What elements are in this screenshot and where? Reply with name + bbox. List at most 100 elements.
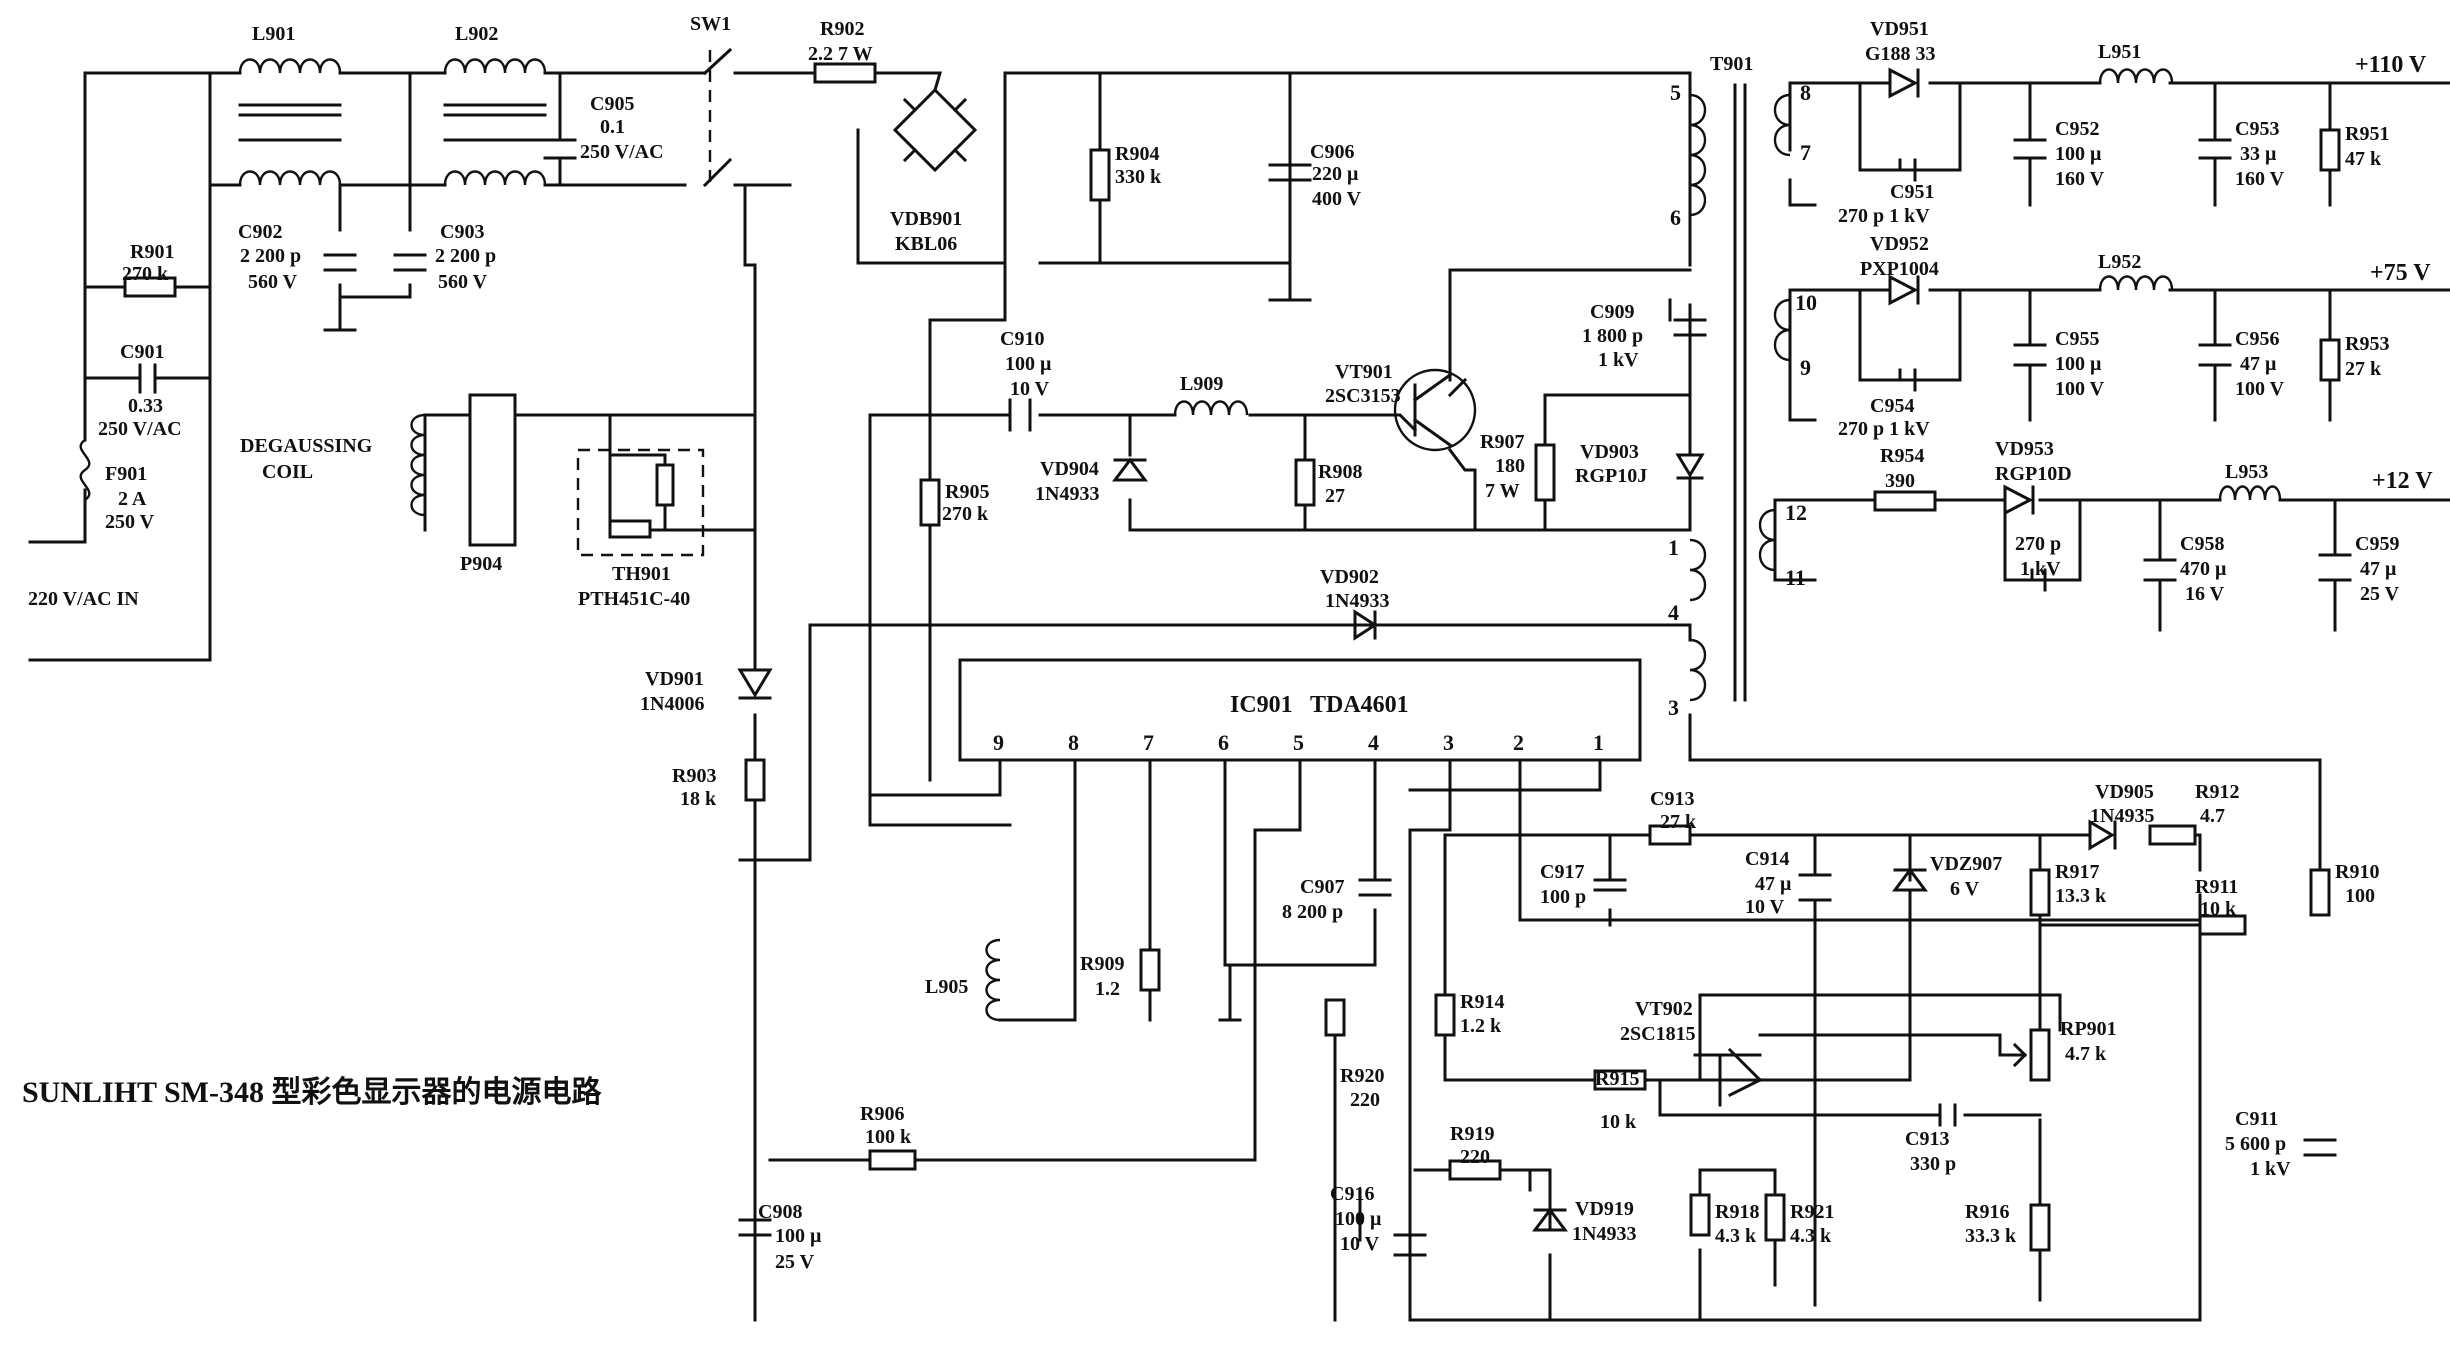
r914-value: 1.2 k (1460, 1015, 1502, 1037)
c903-label: C903 (440, 221, 484, 243)
r902-value: 2.2 7 W (808, 43, 873, 65)
r906-value: 100 k (865, 1126, 912, 1148)
t901-pin-10: 10 (1795, 290, 1817, 315)
c956-value-2: 100 V (2235, 378, 2285, 400)
vd905-value: 1N4935 (2090, 805, 2154, 827)
r951-label: R951 (2345, 123, 2389, 145)
vd951-value: G188 33 (1865, 43, 1936, 65)
c953-value-2: 160 V (2235, 168, 2285, 190)
ic-pin-1: 1 (1593, 730, 1604, 755)
vd903-value: RGP10J (1575, 465, 1647, 487)
vd951-label: VD951 (1870, 18, 1929, 40)
ic-pin-9: 9 (993, 730, 1004, 755)
c906-label: C906 (1310, 141, 1354, 163)
r918-value: 4.3 k (1715, 1225, 1757, 1247)
t901-pin-8: 8 (1800, 80, 1811, 105)
c907-value: 8 200 p (1282, 901, 1343, 923)
r951-value: 47 k (2345, 148, 2382, 170)
c905-label: C905 (590, 93, 634, 115)
c906-value-2: 400 V (1312, 188, 1362, 210)
c911-value-2: 1 kV (2250, 1158, 2291, 1180)
r909-label: R909 (1080, 953, 1124, 975)
c908-value-2: 25 V (775, 1251, 815, 1273)
r914-label: R914 (1460, 991, 1504, 1013)
r910-value: 100 (2345, 885, 2375, 907)
r919-label: R919 (1450, 1123, 1494, 1145)
c902-label: C902 (238, 221, 282, 243)
c910-value-2: 10 V (1010, 378, 1050, 400)
c911-label: C911 (2235, 1108, 2278, 1130)
l905-label: L905 (925, 976, 968, 998)
r905-label: R905 (945, 481, 989, 503)
c956-label: C956 (2235, 328, 2279, 350)
c902-value-2: 560 V (248, 271, 298, 293)
r909-value: 1.2 (1095, 978, 1120, 1000)
vd904-label: VD904 (1040, 458, 1099, 480)
vdz907-label: VDZ907 (1930, 853, 2002, 875)
f901-label: F901 (105, 463, 147, 485)
vd919-label: VD919 (1575, 1198, 1634, 1220)
c914-label: C914 (1745, 848, 1789, 870)
t901-pin-5: 5 (1670, 80, 1681, 105)
c910-label: C910 (1000, 328, 1044, 350)
c955-label: C955 (2055, 328, 2099, 350)
vt901-label: VT901 (1335, 361, 1393, 383)
vd905-label: VD905 (2095, 781, 2154, 803)
r911-label: R911 (2195, 876, 2238, 898)
c957-value-2: 1 kV (2020, 558, 2061, 580)
r915-label: R915 (1595, 1068, 1639, 1090)
c903-value-1: 2 200 p (435, 245, 496, 267)
t901-ref: T901 (1710, 53, 1753, 75)
c914-value-1: 47 μ (1755, 873, 1792, 895)
r904-value: 330 k (1115, 166, 1162, 188)
r907-value-1: 180 (1495, 455, 1525, 477)
ic-pin-2: 2 (1513, 730, 1524, 755)
c916-label: C916 (1330, 1183, 1374, 1205)
c959-value-2: 25 V (2360, 583, 2400, 605)
c917-value: 100 p (1540, 886, 1586, 908)
ic-pin-7: 7 (1143, 730, 1154, 755)
ic901-ref: IC901 (1230, 692, 1293, 718)
r954-value: 390 (1885, 470, 1915, 492)
c916-value-2: 10 V (1340, 1233, 1380, 1255)
c952-label: C952 (2055, 118, 2099, 140)
r920-label: R920 (1340, 1065, 1384, 1087)
rp901-label: RP901 (2060, 1018, 2117, 1040)
l909-label: L909 (1180, 373, 1223, 395)
c955-value-1: 100 μ (2055, 353, 2102, 375)
r916-label: R916 (1965, 1201, 2009, 1223)
ic-pin-5: 5 (1293, 730, 1304, 755)
vd901-label: VD901 (645, 668, 704, 690)
c952-value-1: 100 μ (2055, 143, 2102, 165)
c955-value-2: 100 V (2055, 378, 2105, 400)
r916-value: 33.3 k (1965, 1225, 2017, 1247)
c958-value-2: 16 V (2185, 583, 2225, 605)
r921-value: 4.3 k (1790, 1225, 1832, 1247)
c916-value-1: 100 μ (1335, 1208, 1382, 1230)
c951-label: C951 (1890, 181, 1934, 203)
c954-value: 270 p 1 kV (1838, 418, 1930, 440)
r902-label: R902 (820, 18, 864, 40)
vd919-value: 1N4933 (1572, 1223, 1636, 1245)
l952-label: L952 (2098, 251, 2141, 273)
r901-label: R901 (130, 241, 174, 263)
c906-value-1: 220 μ (1312, 163, 1359, 185)
c957-value-1: 270 p (2015, 533, 2061, 555)
transformer-t901: T901 5 6 1 4 3 8 7 10 9 12 11 (1668, 53, 1817, 720)
r907-label: R907 (1480, 431, 1524, 453)
vt902-label: VT902 (1635, 998, 1693, 1020)
vt902-value: 2SC1815 (1620, 1023, 1696, 1045)
vdb901-label: VDB901 (890, 208, 962, 230)
r906-label: R906 (860, 1103, 904, 1125)
c907-label: C907 (1300, 876, 1344, 898)
r954-label: R954 (1880, 445, 1924, 467)
r908-label: R908 (1318, 461, 1362, 483)
t901-pin-3: 3 (1668, 695, 1679, 720)
r919-value: 220 (1460, 1146, 1490, 1168)
c909-value-2: 1 kV (1598, 349, 1639, 371)
r953-label: R953 (2345, 333, 2389, 355)
ic-pin-6: 6 (1218, 730, 1229, 755)
th901-label: TH901 (612, 563, 671, 585)
rp901-value: 4.7 k (2065, 1043, 2107, 1065)
f901-value-1: 2 A (118, 488, 147, 510)
